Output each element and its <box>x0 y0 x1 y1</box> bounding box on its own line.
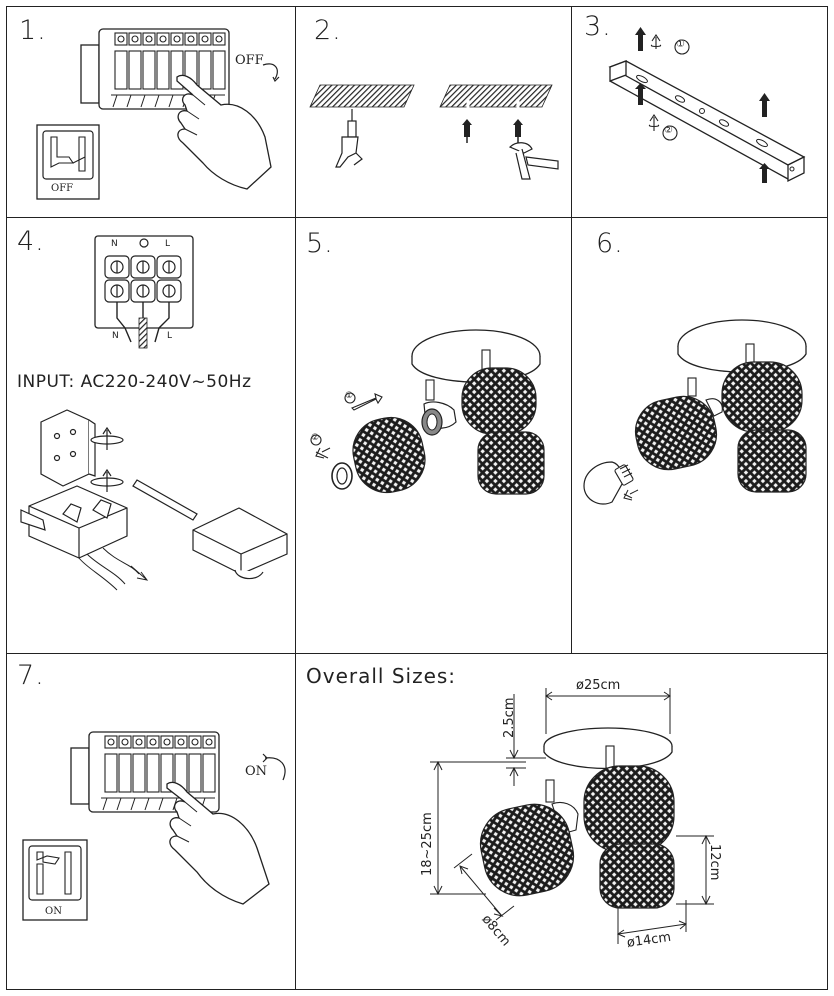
wire-n-label: N <box>112 331 119 341</box>
breaker-off-label: OFF <box>235 53 264 68</box>
wiring-illustration <box>20 235 288 591</box>
breaker-on-label: ON <box>245 764 268 779</box>
step-6-panel: 6. <box>571 217 828 654</box>
wall-switch-off-label: OFF <box>51 183 74 194</box>
callout-2: ② <box>664 125 673 136</box>
callout-1: ① <box>345 391 354 401</box>
step-2-panel: 2. <box>295 6 572 218</box>
callout-2: ② <box>311 433 320 443</box>
sizes-title: Overall Sizes: <box>306 664 457 688</box>
mounting-bracket-illustration <box>608 27 806 183</box>
step-number: 6. <box>596 228 624 259</box>
wall-switch-on-label: ON <box>45 906 62 917</box>
plate-diameter-label: ø25cm <box>576 678 621 693</box>
height-range-label: 18~25cm <box>420 812 435 876</box>
ceiling-drilling-illustration <box>309 84 559 180</box>
step-5-panel: 5. ① ② <box>295 217 572 654</box>
overall-sizes-panel: Overall Sizes: <box>295 653 828 990</box>
plate-depth-label: 2.5cm <box>502 697 517 739</box>
step-number: 2. <box>314 15 342 46</box>
callout-1: ① <box>676 39 685 50</box>
wire-l-label: L <box>167 331 173 341</box>
step-number: 7. <box>17 660 45 691</box>
circuit-breaker-on-illustration <box>22 731 286 921</box>
dimensions-diagram <box>430 688 714 944</box>
terminal-l-label: L <box>165 239 171 249</box>
step-number: 5. <box>306 228 334 259</box>
step-1-panel: 1. <box>6 6 296 218</box>
shade-height-label: 12cm <box>707 844 722 881</box>
step-4-panel: 4. <box>6 217 296 654</box>
step-number: 4. <box>17 226 45 257</box>
step-number: 1. <box>19 15 47 46</box>
step-number: 3. <box>584 11 612 42</box>
input-voltage-label: INPUT: AC220-240V~50Hz <box>17 372 252 392</box>
terminal-n-label: N <box>111 239 118 249</box>
step-3-panel: 3. ① ② <box>571 6 828 218</box>
step-7-panel: 7. ON ON <box>6 653 296 990</box>
shade-assembly-illustration <box>310 329 545 495</box>
bulb-installation-illustration <box>583 319 807 505</box>
circuit-breaker-off-illustration <box>36 28 280 200</box>
